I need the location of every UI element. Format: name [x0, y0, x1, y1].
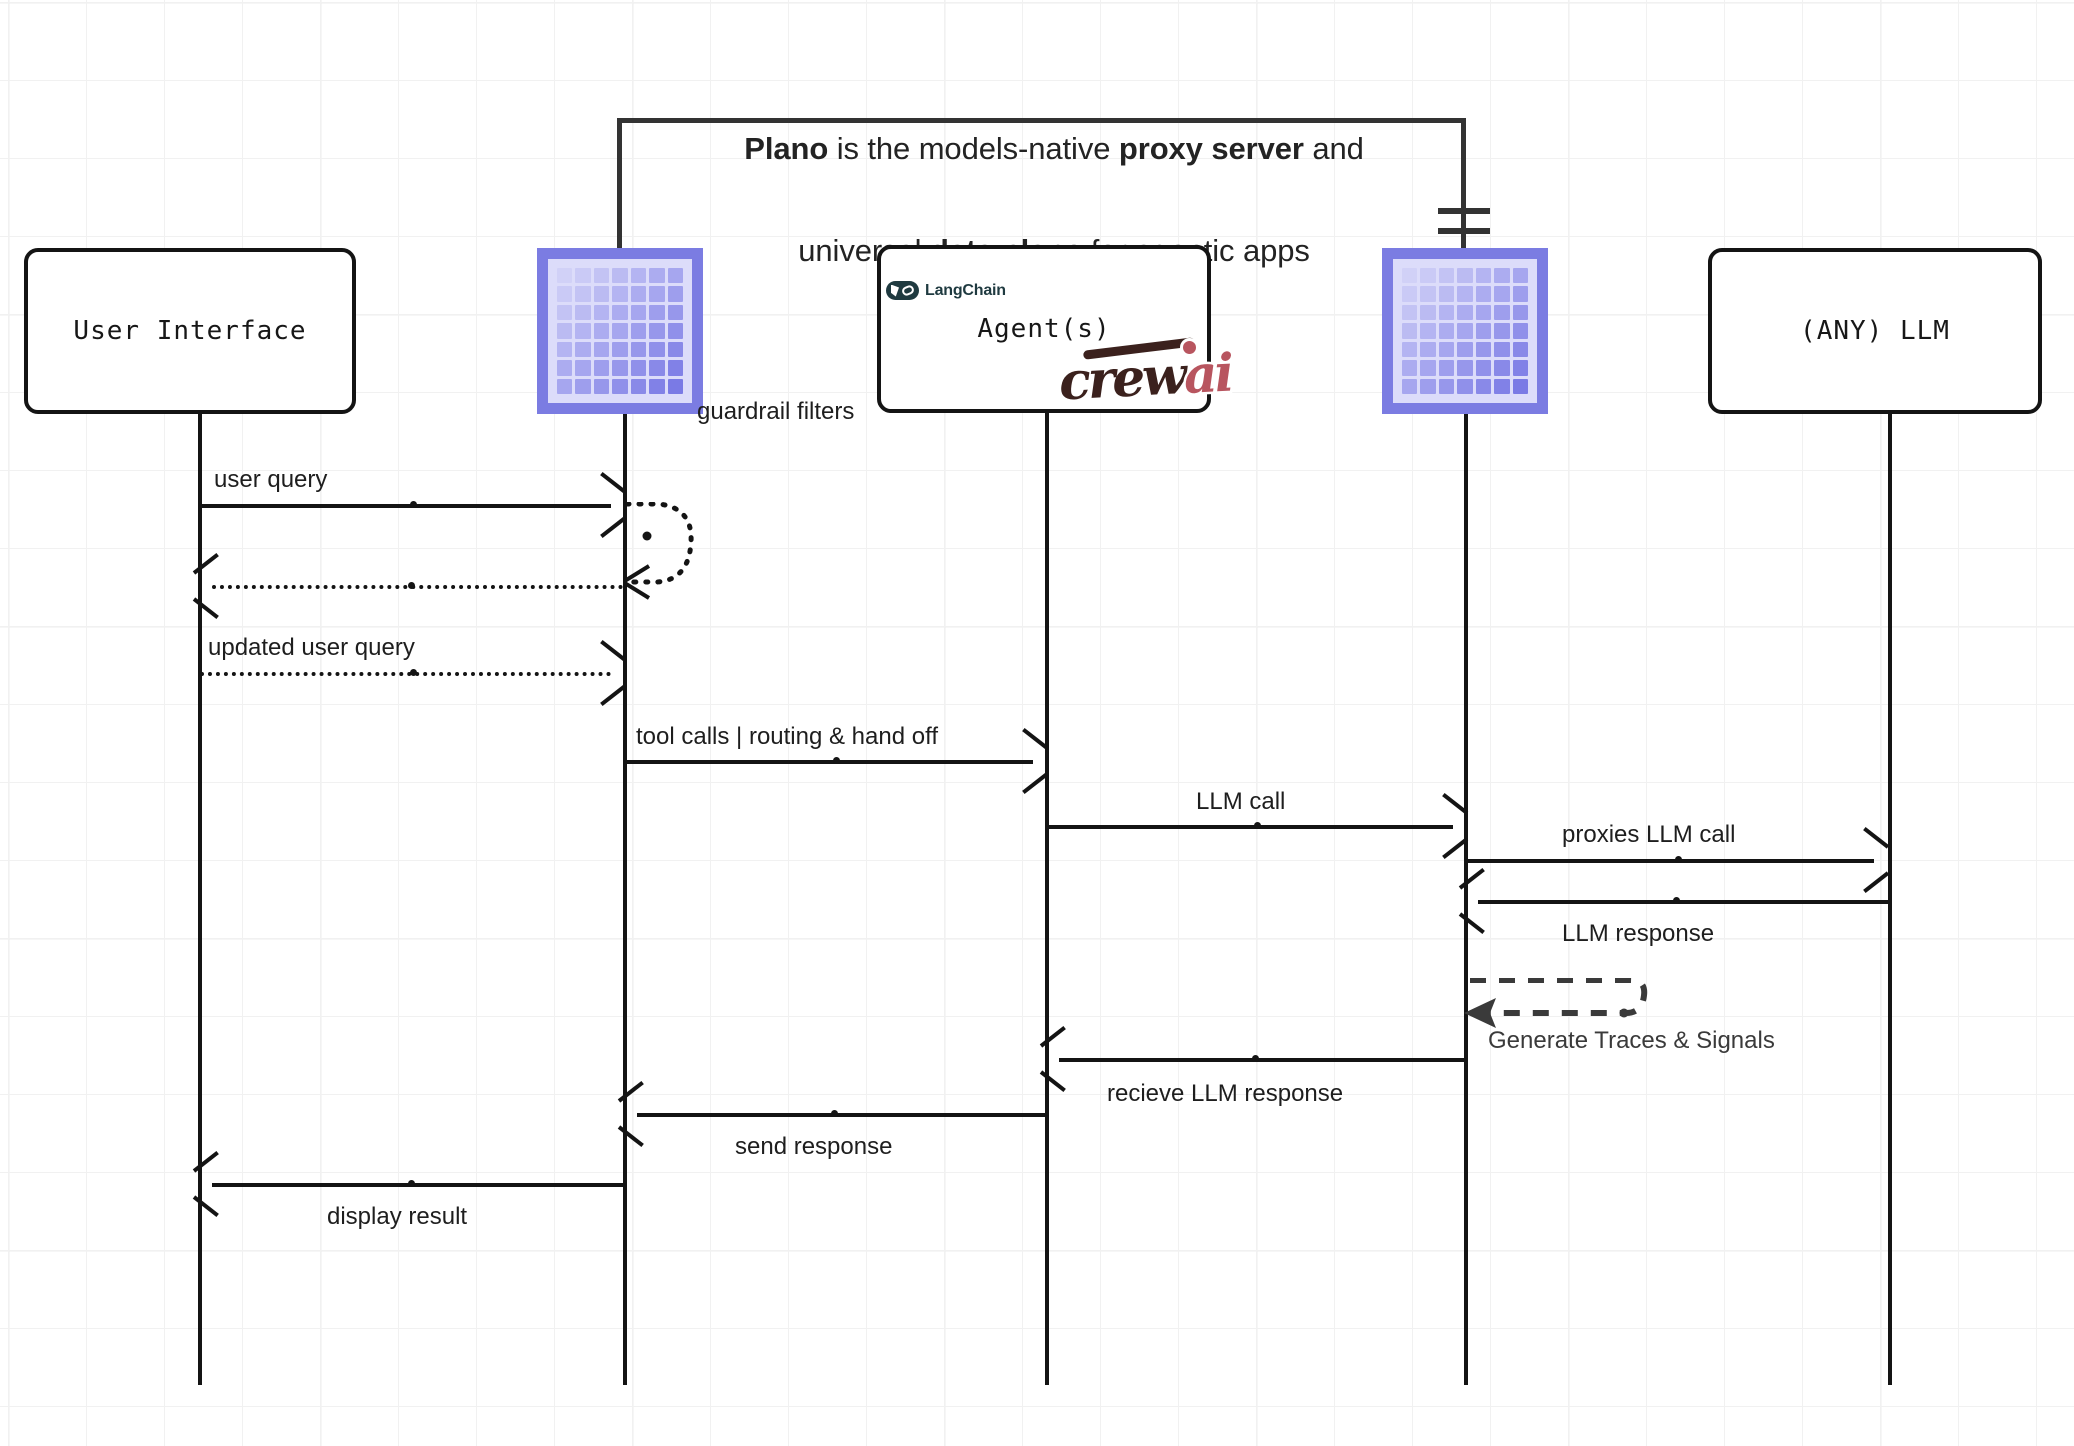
lifeline-agents — [1045, 413, 1049, 1385]
title-text-1: is the models-native — [828, 131, 1119, 166]
self-loop-path-generate-traces — [1464, 977, 1648, 1028]
crewai-word-crew: crew — [1055, 343, 1188, 415]
participant-agents[interactable]: Agent(s) — [877, 245, 1211, 413]
message-line-llm-response — [1478, 900, 1888, 904]
title-text-2: and — [1303, 131, 1364, 166]
message-label-display-result: display result — [327, 1203, 468, 1230]
message-midpoint-dot — [1254, 822, 1261, 829]
message-midpoint-dot — [409, 669, 417, 676]
message-line-recieve-llm-response — [1059, 1058, 1464, 1062]
message-midpoint-dot — [831, 1110, 838, 1117]
message-midpoint-dot — [1251, 1055, 1259, 1062]
message-midpoint-dot — [407, 582, 415, 589]
message-line-user-query — [200, 504, 611, 508]
message-label-user-query: user query — [214, 466, 328, 493]
message-line-llm-call — [1047, 825, 1453, 829]
message-midpoint-dot — [1673, 897, 1680, 904]
bracket-break-tick-2 — [1438, 228, 1490, 234]
arrowhead-guardrail-return — [198, 565, 224, 605]
participant-label-user-interface: User Interface — [73, 316, 307, 346]
participant-user-interface[interactable]: User Interface — [24, 248, 356, 414]
lifeline-any-llm — [1888, 414, 1892, 1385]
arrowhead-llm-call — [1441, 805, 1467, 845]
plano-logo-icon — [548, 259, 692, 403]
message-midpoint-dot — [833, 757, 840, 764]
self-loop-guardrail-filters — [621, 501, 721, 612]
crewai-dot-icon — [1180, 338, 1199, 357]
arrowhead-recieve-llm-response — [1045, 1038, 1071, 1078]
arrowhead-updated-user-query — [599, 652, 625, 692]
bracket-top-edge — [617, 118, 1466, 123]
bracket-right-leg — [1461, 118, 1466, 250]
message-label-proxies-llm-call: proxies LLM call — [1562, 821, 1736, 848]
bracket-left-leg — [617, 118, 622, 250]
self-loop-label-generate-traces: Generate Traces & Signals — [1488, 1027, 1775, 1054]
self-loop-label-guardrail-filters: guardrail filters — [697, 398, 855, 425]
lifeline-plano-proxy — [623, 414, 627, 1385]
crewai-word-ai: ai — [1180, 340, 1236, 408]
message-line-tool-calls — [625, 760, 1033, 764]
self-loop-generate-traces — [1464, 977, 1682, 1043]
crewai-wordmark: crewai — [1055, 340, 1235, 415]
message-midpoint-dot — [409, 501, 417, 508]
langchain-badge: LangChain — [886, 281, 1006, 300]
participant-plano-dataplane[interactable] — [1382, 248, 1548, 414]
arrowhead-tool-calls — [1021, 740, 1047, 780]
bracket-break-tick-1 — [1438, 208, 1490, 214]
plano-logo-icon — [1393, 259, 1537, 403]
arrowhead-send-response — [623, 1093, 649, 1133]
lifeline-user-interface — [198, 414, 202, 1385]
title-strong-plano: Plano — [744, 131, 829, 166]
message-label-recieve-llm-response: recieve LLM response — [1107, 1080, 1344, 1107]
message-midpoint-dot — [1674, 856, 1682, 863]
message-label-llm-call: LLM call — [1196, 788, 1286, 815]
message-line-guardrail-return — [212, 585, 623, 589]
message-midpoint-dot — [407, 1180, 415, 1187]
title-strong-proxy-server: proxy server — [1118, 131, 1304, 166]
langchain-parrot-icon — [886, 281, 919, 300]
message-label-updated-user-query: updated user query — [208, 634, 415, 661]
participant-plano-proxy[interactable] — [537, 248, 703, 414]
participant-label-any-llm: (ANY) LLM — [1800, 316, 1950, 346]
langchain-label: LangChain — [925, 281, 1006, 299]
message-label-send-response: send response — [735, 1133, 893, 1160]
message-line-updated-user-query — [200, 672, 611, 676]
arrowhead-user-query — [599, 484, 625, 524]
participant-label-agents: Agent(s) — [977, 314, 1111, 344]
arrowhead-display-result — [198, 1163, 224, 1203]
plano-span-bracket — [0, 0, 2074, 400]
message-label-llm-response: LLM response — [1562, 920, 1715, 947]
arrowhead-proxies-llm-call — [1862, 839, 1888, 879]
message-line-send-response — [637, 1113, 1045, 1117]
self-loop-path-guardrail-filters — [621, 501, 694, 600]
message-line-display-result — [212, 1183, 623, 1187]
participant-any-llm[interactable]: (ANY) LLM — [1708, 248, 2042, 414]
message-label-tool-calls: tool calls | routing & hand off — [636, 723, 938, 750]
arrowhead-llm-response — [1464, 880, 1490, 920]
message-line-proxies-llm-call — [1467, 859, 1874, 863]
